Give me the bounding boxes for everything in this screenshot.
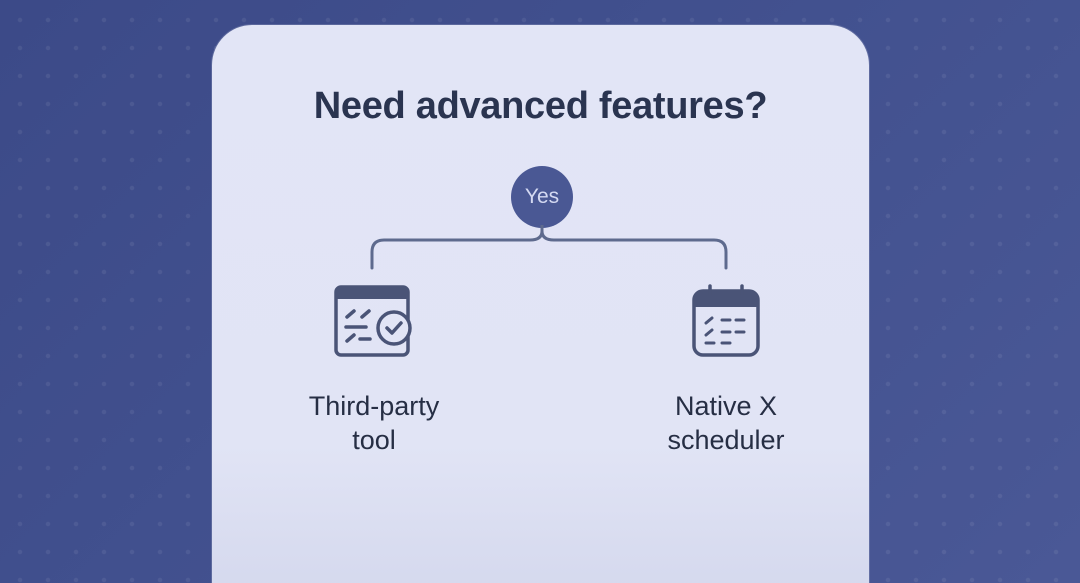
branch-label-third-party: Third-party tool [264, 389, 484, 457]
branch-label-line: scheduler [667, 425, 785, 455]
branch-label-line: Third-party [308, 391, 440, 421]
decision-label: Yes [524, 185, 560, 208]
branch-label-line: Native X [674, 391, 778, 421]
branch-connector [370, 225, 728, 270]
diagram-card: Need advanced features? Yes Third-party … [212, 25, 869, 583]
branch-label-line: tool [352, 425, 396, 455]
calendar-check-icon [334, 285, 412, 357]
decision-node-yes: Yes [511, 166, 573, 228]
branch-label-native-scheduler: Native X scheduler [616, 389, 836, 457]
diagram-title: Need advanced features? [313, 85, 768, 127]
calendar-icon [692, 284, 760, 357]
